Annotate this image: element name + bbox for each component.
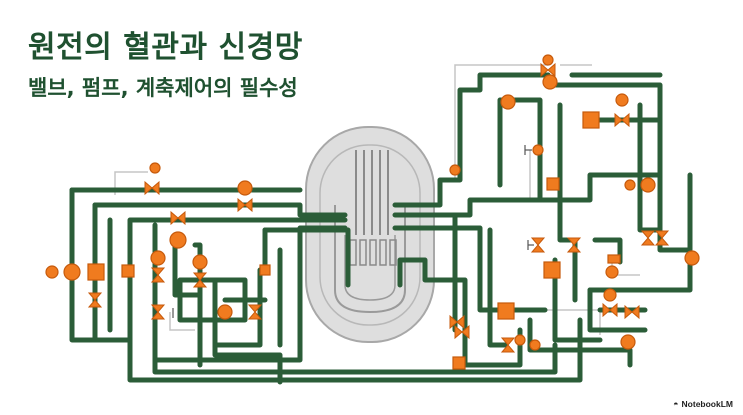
- sensor-circle: [149, 162, 161, 174]
- sensor-circle: [514, 334, 526, 346]
- tank-square: [546, 177, 560, 191]
- sensor-circle: [449, 164, 461, 176]
- pump-circle: [542, 74, 558, 90]
- sensor-circle: [542, 54, 554, 66]
- pump-circle: [45, 265, 59, 279]
- sensor-circle: [529, 339, 541, 351]
- tank-square: [497, 302, 515, 320]
- pump-circle: [150, 250, 166, 266]
- pump-circle: [169, 231, 187, 249]
- tank-square: [543, 261, 561, 279]
- components: [45, 54, 700, 370]
- control-rods: [355, 150, 389, 235]
- brand-label: NotebookLM: [681, 399, 733, 409]
- pump-circle: [684, 250, 700, 266]
- tank-square: [87, 263, 105, 281]
- tank-square: [259, 264, 271, 276]
- sensor-circle: [615, 93, 629, 107]
- pump-circle: [620, 334, 636, 350]
- reactor-vessel: [305, 126, 435, 343]
- tank-square: [121, 264, 135, 278]
- tank-square: [582, 111, 600, 129]
- tank-square: [452, 356, 466, 370]
- page-title: 원전의 혈관과 신경망: [28, 30, 303, 65]
- pump-circle: [605, 265, 619, 279]
- pump-circle: [624, 179, 636, 191]
- tank-square: [607, 254, 621, 264]
- pump-circle: [603, 288, 617, 302]
- pump-circle: [237, 180, 253, 196]
- check-valve-stubs: [172, 145, 534, 318]
- pump-circle: [192, 254, 208, 270]
- pump-circle: [500, 94, 516, 110]
- page-subtitle: 밸브, 펌프, 계축제어의 필수성: [28, 76, 298, 100]
- sensor-circle: [532, 144, 544, 156]
- pump-circle: [217, 304, 233, 320]
- notebooklm-logo-icon: ◓: [673, 399, 679, 409]
- brand-watermark: ◓ NotebookLM: [673, 399, 733, 409]
- pump-circle: [63, 263, 81, 281]
- pump-circle: [640, 177, 656, 193]
